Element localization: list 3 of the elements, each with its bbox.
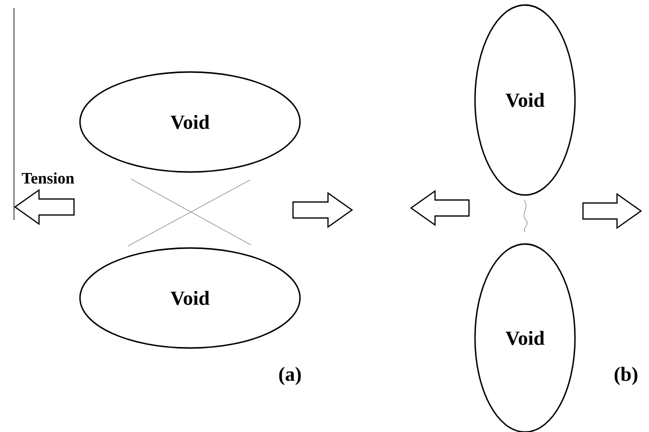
panel-label: (a) xyxy=(279,366,301,386)
panel-label: (b) xyxy=(614,366,638,386)
load-label: Tension xyxy=(22,172,74,184)
